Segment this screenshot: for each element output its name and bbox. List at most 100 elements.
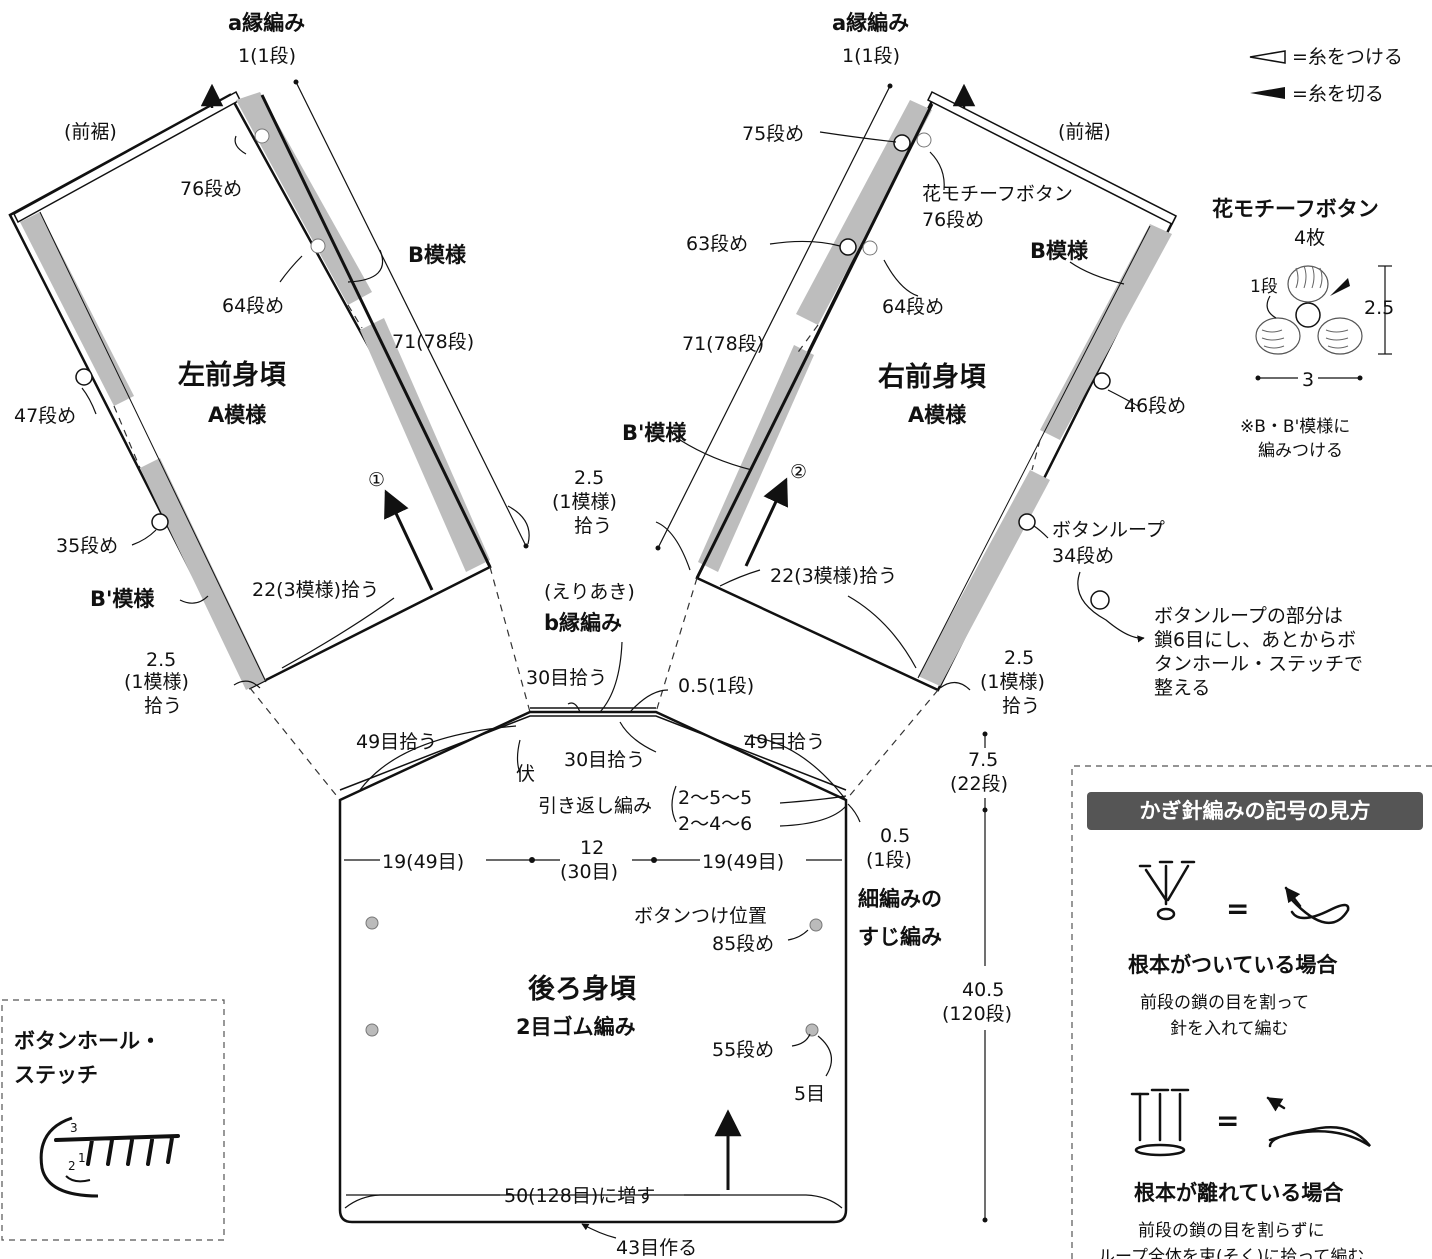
button-loop-icon: [1090, 590, 1110, 610]
crochet-symbol-key: [1071, 765, 1432, 1259]
crochet-key-title: かぎ針編みの記号の見方: [1087, 792, 1423, 830]
left-pick2-a: 2.5: [146, 649, 176, 671]
flower-width: 3: [1302, 369, 1314, 391]
flower-row-1: 1段: [1250, 277, 1278, 297]
key-equals-2: =: [1216, 1104, 1239, 1137]
loop-note-4: 整える: [1154, 677, 1210, 699]
flower-note-b: 編みつける: [1258, 441, 1343, 461]
right-pick2-a: 2.5: [1004, 647, 1034, 669]
right-row-46: 46段め: [1124, 395, 1186, 417]
short-row-label: 引き返し編み: [538, 795, 652, 817]
width-middle: 12: [580, 837, 604, 859]
center-pick-b: (1模様): [552, 491, 617, 513]
right-row-75: 75段め: [742, 123, 804, 145]
short-row-1: 2〜5〜5: [678, 787, 752, 809]
height-top-rows: (22段): [950, 773, 1008, 795]
key-case-2-a: 前段の鎖の目を割らずに: [1138, 1221, 1325, 1241]
height-top-value: 7.5: [968, 749, 998, 771]
svg-text:2: 2: [68, 1159, 76, 1173]
button-position-dot: [365, 916, 379, 930]
flower-height: 2.5: [1364, 297, 1394, 319]
right-loop-label: ボタンループ: [1052, 519, 1165, 541]
left-b-pattern: B模様: [408, 243, 467, 267]
key-case-1: 根本がついている場合: [1128, 953, 1338, 977]
left-front-title: 左前身頃: [178, 359, 286, 391]
left-circle-number: ①: [368, 469, 385, 491]
height-total-rows: (120段): [942, 1003, 1012, 1025]
button-loop-icon: [893, 134, 911, 152]
right-edge-label: a縁編み: [832, 11, 909, 35]
button-position-label: ボタンつけ位置: [634, 905, 767, 927]
key-case-2: 根本が離れている場合: [1134, 1181, 1344, 1205]
key-case-1-b: 針を入れて編む: [1170, 1019, 1289, 1039]
right-pick2-c: 拾う: [1002, 695, 1040, 717]
flower-button-icon: [310, 238, 326, 254]
increase-label: 50(128目)に増す: [504, 1185, 655, 1207]
right-row-64: 64段め: [882, 296, 944, 318]
button-loop-icon: [1018, 513, 1036, 531]
key-case-2-b: ループ全体を束(そく)に拾って編む: [1098, 1247, 1364, 1259]
left-length: 71(78段): [392, 331, 474, 353]
left-edge-label: a縁編み: [228, 11, 305, 35]
buttonhole-title-a: ボタンホール・: [14, 1029, 161, 1053]
legend-attach: =糸をつける: [1292, 46, 1403, 68]
right-a-pattern: A模様: [908, 403, 967, 427]
bind-off-label: 伏: [516, 763, 535, 785]
button-position-dot: [805, 1023, 819, 1037]
back-body-title: 後ろ身頃: [528, 973, 636, 1005]
button-position-dot: [809, 918, 823, 932]
left-front-panel: [8, 79, 529, 690]
neck-label: (えりあき): [544, 581, 635, 603]
left-pick: 22(3模様)拾う: [252, 579, 379, 601]
right-b-pattern: B模様: [1030, 239, 1089, 263]
right-front-title: 右前身頃: [878, 361, 986, 393]
left-pick2-b: (1模様): [124, 671, 189, 693]
pick-30-bottom: 30目拾う: [564, 749, 645, 771]
center-pick-a: 2.5: [574, 467, 604, 489]
cast-on-label: 43目作る: [616, 1237, 697, 1259]
half-row-b-1: 0.5: [880, 825, 910, 847]
right-row-63: 63段め: [686, 233, 748, 255]
pick-49-left: 49目拾う: [356, 731, 437, 753]
flower-button-icon: [862, 240, 878, 256]
left-pick2-c: 拾う: [144, 695, 182, 717]
right-circle-number: ②: [790, 461, 807, 483]
width-right: 19(49目): [702, 851, 784, 873]
loop-note-3: タンホール・ステッチで: [1154, 653, 1363, 675]
flower-note-a: ※B・B'模様に: [1240, 417, 1350, 437]
rib-label-a: 細編みの: [858, 887, 942, 911]
legend: =糸をつける =糸を切る: [1249, 46, 1403, 105]
left-a-pattern: A模様: [208, 403, 267, 427]
row-85-label: 85段め: [712, 933, 774, 955]
loop-note-1: ボタンループの部分は: [1154, 605, 1343, 627]
buttonhole-title-b: ステッチ: [14, 1063, 98, 1087]
left-edge-rows: 1(1段): [238, 45, 296, 67]
flower-button-title: 花モチーフボタン: [1212, 197, 1379, 221]
left-row-35: 35段め: [56, 535, 118, 557]
buttonhole-stitch-box: 3 1 2: [1, 999, 225, 1241]
flower-motif-detail: [1255, 265, 1392, 381]
legend-cut: =糸を切る: [1292, 83, 1384, 105]
flower-button-icon: [254, 128, 270, 144]
right-loop-row: 34段め: [1052, 545, 1114, 567]
right-pick: 22(3模様)拾う: [770, 565, 897, 587]
height-dimension: [982, 731, 988, 1223]
pick-49-right: 49目拾う: [744, 731, 825, 753]
attach-yarn-icon: [1249, 50, 1286, 64]
button-loop-icon: [1093, 372, 1111, 390]
button-loop-icon: [151, 513, 169, 531]
back-body-pattern: 2目ゴム編み: [516, 1015, 636, 1039]
left-row-64: 64段め: [222, 295, 284, 317]
row-55-label: 55段め: [712, 1039, 774, 1061]
rib-label-b: すじ編み: [858, 925, 942, 949]
width-left: 19(49目): [382, 851, 464, 873]
right-bprime-pattern: B'模様: [622, 421, 687, 445]
right-pick2-b: (1模様): [980, 671, 1045, 693]
cut-yarn-icon: [1250, 87, 1285, 99]
svg-text:3: 3: [70, 1121, 78, 1135]
left-bprime-pattern: B'模様: [90, 587, 155, 611]
flower-button-icon: [916, 132, 932, 148]
key-equals-1: =: [1226, 892, 1249, 925]
pick-30-top: 30目拾う: [526, 667, 607, 689]
button-loop-icon: [75, 368, 93, 386]
